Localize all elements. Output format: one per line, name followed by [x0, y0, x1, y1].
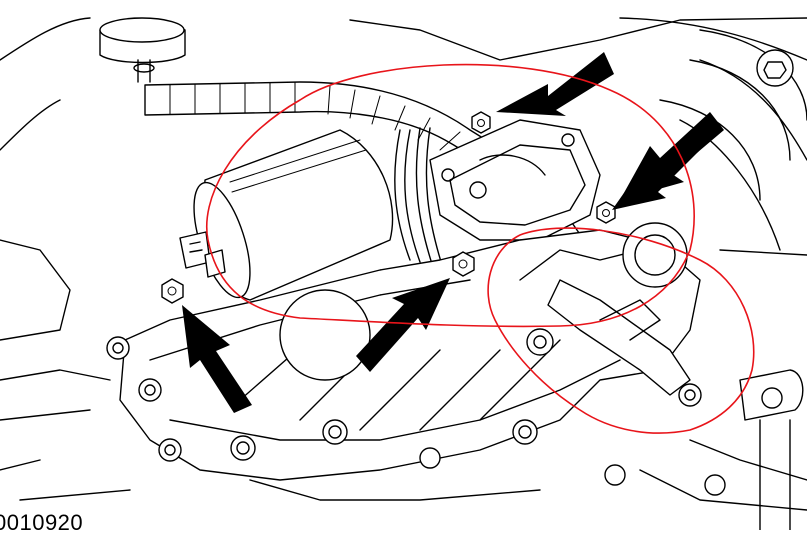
bolt-icon [161, 278, 184, 304]
red-markup [206, 63, 755, 434]
engine-bay-outline [0, 17, 807, 511]
mounting-holes [106, 328, 726, 496]
arrow-icon [612, 140, 700, 210]
bolt-icon [471, 111, 491, 134]
callout-arrows [182, 52, 724, 413]
bolt-icon [452, 251, 475, 277]
wiper-linkage [547, 279, 804, 530]
figure-caption: 0010920 [0, 510, 84, 535]
arrow-icon [356, 278, 450, 372]
mounting-bolts [161, 111, 616, 304]
bolt-icon [596, 201, 616, 224]
reservoir-cap [99, 17, 186, 83]
markup-ellipse-motor [206, 63, 695, 328]
arrow-icon [496, 52, 614, 116]
pulley-assembly [659, 29, 807, 201]
markup-circle-linkage [487, 227, 755, 434]
gear-housing [429, 119, 601, 241]
arrow-icon [182, 305, 252, 413]
